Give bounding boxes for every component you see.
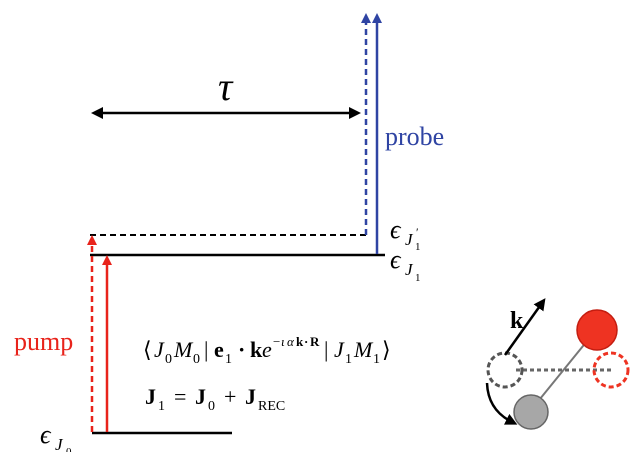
svg-text:=: = [174,384,186,409]
svg-text:1: 1 [345,352,352,367]
svg-text:′: ′ [416,225,419,239]
svg-text:·: · [304,334,308,349]
red-atom [576,309,618,351]
probe-label: probe [385,122,444,151]
level-label-j1-prime: ϵ J ′ 1 [390,215,421,253]
svg-text:−: − [273,334,280,349]
svg-text:J: J [334,337,345,362]
svg-text:ϵ: ϵ [390,215,402,244]
svg-text:⟩: ⟩ [382,337,391,362]
svg-text:α: α [287,334,295,349]
svg-text:0: 0 [193,352,200,367]
svg-text:J: J [55,435,64,452]
svg-text:1: 1 [373,352,380,367]
svg-text:0: 0 [165,352,172,367]
svg-text:0: 0 [66,446,72,452]
svg-text:|: | [324,337,328,362]
k-label: k [510,308,524,334]
svg-text:R: R [310,334,320,349]
k-arrow [503,298,546,356]
svg-text:ϵ: ϵ [40,420,52,449]
svg-text:REC: REC [258,399,285,414]
svg-text:J: J [145,384,156,409]
molecule-recoil-illustration: k [485,298,630,430]
svg-text:J: J [405,230,414,249]
svg-text:e: e [262,337,272,362]
rotation-arrow [485,382,518,425]
matrix-element-formula: ⟨ J 0 M 0 | e 1 · k e − ι α k · R | J 1 … [143,334,391,367]
svg-text:ϵ: ϵ [390,245,402,274]
svg-text:k: k [296,334,304,349]
tau-label: τ [218,64,234,109]
svg-text:ι: ι [281,334,285,349]
svg-text:J: J [195,384,206,409]
svg-text:e: e [214,337,224,362]
red-atom-original [592,351,630,389]
svg-text:0: 0 [208,399,215,414]
svg-text:k: k [250,337,263,362]
svg-text:·: · [238,337,245,362]
svg-text:1: 1 [225,352,232,367]
svg-text:⟨: ⟨ [143,337,152,362]
svg-text:J: J [154,337,165,362]
angular-momentum-equation: J 1 = J 0 + J REC [145,384,285,414]
svg-text:1: 1 [415,272,421,284]
level-label-j0: ϵ J 0 [40,420,72,452]
svg-text:+: + [224,384,236,409]
grey-atom [513,394,549,430]
svg-text:1: 1 [158,399,165,414]
svg-text:J: J [245,384,256,409]
grey-atom-original [486,351,524,389]
level-label-j1: ϵ J 1 [390,245,421,284]
svg-text:1: 1 [415,241,421,253]
svg-text:J: J [405,260,414,279]
svg-text:|: | [204,337,208,362]
pump-label: pump [14,327,73,356]
svg-text:M: M [173,337,194,362]
svg-text:M: M [353,337,374,362]
